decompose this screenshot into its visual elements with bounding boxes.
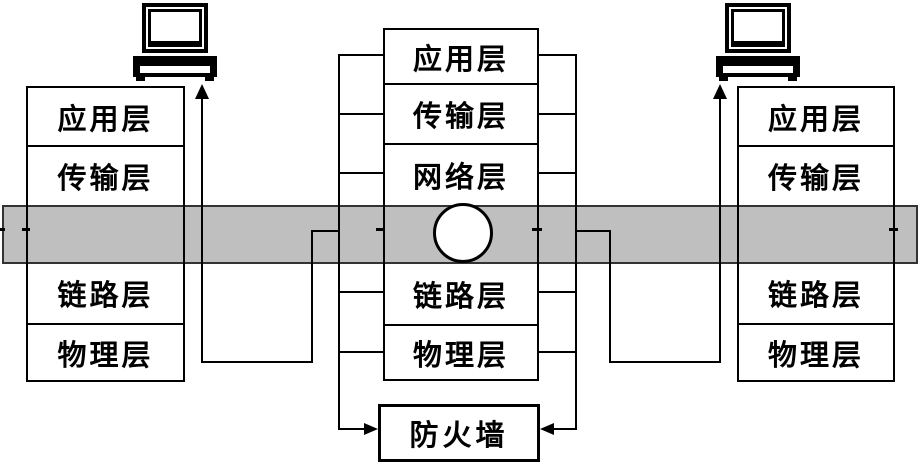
bypass-line-left-horizontal <box>201 361 313 363</box>
right-host-layer-physical: 物理层 <box>767 337 864 372</box>
left-bus-line <box>338 54 340 430</box>
layer-stub-line <box>338 113 383 115</box>
computer-base <box>716 56 800 77</box>
monitor-screen <box>148 9 202 47</box>
firewall-host-layer-network: 网络层 <box>412 160 509 194</box>
uplink-line-right <box>719 97 721 363</box>
computer-icon-right <box>716 3 800 82</box>
bypass-line-left-connector <box>311 230 340 232</box>
monitor-icon <box>725 3 791 53</box>
left-host-layer-transport: 传输层 <box>57 161 154 195</box>
left-host-layer-application: 应用层 <box>57 101 154 136</box>
firewall-box-label: 防火墙 <box>409 418 509 452</box>
computer-base-slot <box>723 66 793 73</box>
layer-stub-line <box>539 172 577 174</box>
computer-foot <box>136 77 145 81</box>
layer-stub-line <box>539 351 577 353</box>
computer-foot <box>788 77 797 81</box>
up-arrow-icon-left <box>195 84 209 99</box>
layer-stub-line <box>338 54 383 56</box>
layer-stub-line <box>539 113 577 115</box>
firewall-box: 防火墙 <box>378 404 540 462</box>
layer-stub-line <box>338 172 383 174</box>
divider <box>28 323 183 325</box>
firewall-arrow-left-head <box>364 423 378 435</box>
uplink-line-left <box>201 97 203 363</box>
bypass-line-left-vertical <box>311 230 313 363</box>
computer-foot <box>205 77 214 81</box>
firewall-arrow-right-head <box>540 423 554 435</box>
left-host-stack: 应用层 传输层 链路层 物理层 <box>26 86 185 382</box>
right-host-stack: 应用层 传输层 链路层 物理层 <box>737 86 895 382</box>
firewall-host-stack: 应用层 传输层 网络层 链路层 物理层 <box>383 28 539 381</box>
firewall-arrow-left-line <box>338 428 366 430</box>
right-host-layer-application: 应用层 <box>767 101 864 136</box>
left-host-layer-link: 链路层 <box>57 278 154 312</box>
up-arrow-icon-right <box>713 84 727 99</box>
bypass-line-right-horizontal <box>609 361 721 363</box>
right-host-layer-link: 链路层 <box>767 278 864 312</box>
computer-foot <box>719 77 728 81</box>
band-tick <box>0 228 5 231</box>
divider <box>385 143 537 145</box>
computer-base <box>133 56 217 77</box>
divider <box>739 323 893 325</box>
monitor-screen <box>731 9 785 47</box>
firewall-host-layer-application: 应用层 <box>412 41 509 76</box>
firewall-host-layer-link: 链路层 <box>412 278 509 313</box>
band-tick <box>376 228 385 231</box>
monitor-icon <box>142 3 208 53</box>
firewall-arrow-right-line <box>551 428 577 430</box>
left-host-layer-physical: 物理层 <box>57 337 154 372</box>
bypass-line-right-connector <box>577 230 611 232</box>
layer-stub-line <box>338 351 383 353</box>
layer-stub-line <box>539 54 577 56</box>
right-bus-line <box>575 54 577 430</box>
right-host-layer-transport: 传输层 <box>767 161 864 195</box>
bypass-line-right-vertical <box>609 230 611 363</box>
divider <box>28 145 183 147</box>
network-node-circle <box>433 203 493 263</box>
divider <box>739 145 893 147</box>
computer-base-slot <box>140 66 210 73</box>
firewall-host-layer-physical: 物理层 <box>412 337 509 372</box>
divider <box>385 83 537 85</box>
layer-stub-line <box>338 291 383 293</box>
computer-icon-left <box>133 3 217 82</box>
layer-stub-line <box>539 291 577 293</box>
divider <box>385 324 537 326</box>
firewall-host-layer-transport: 传输层 <box>412 99 509 133</box>
